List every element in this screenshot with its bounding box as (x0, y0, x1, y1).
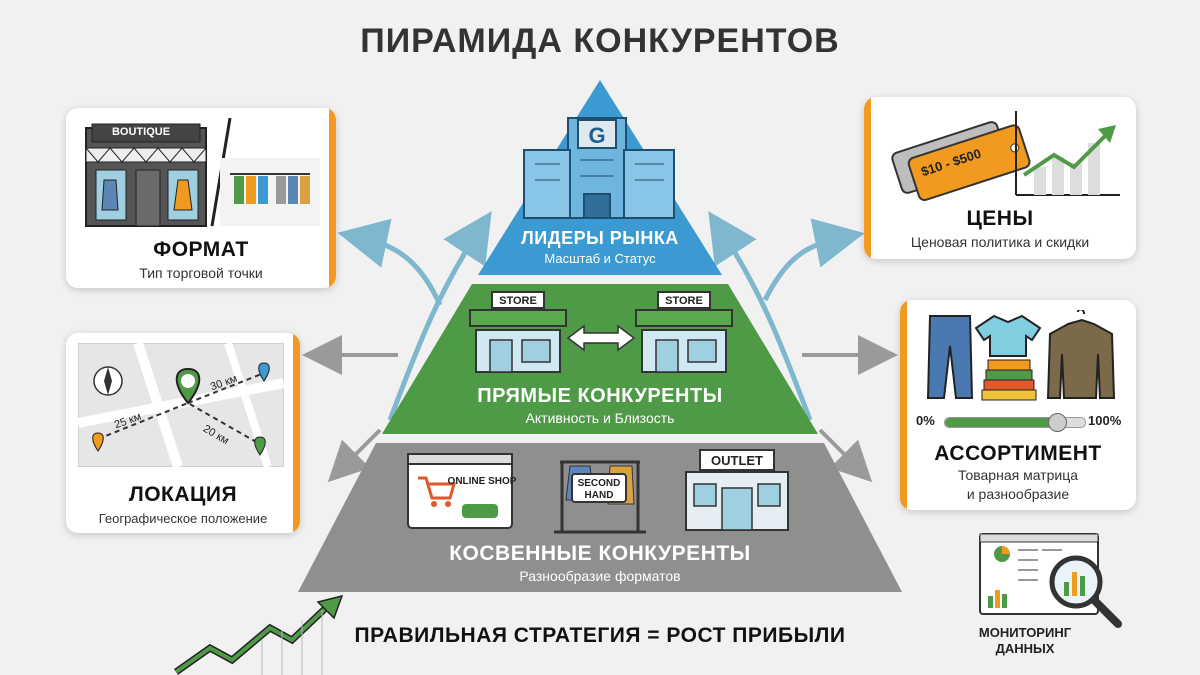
slider-max-label: 100% (1088, 413, 1122, 428)
building-icon (523, 117, 675, 219)
format-title: ФОРМАТ (153, 238, 249, 261)
clothes-rack-icon (554, 460, 646, 534)
online-shop-label: ONLINE SHOP (448, 476, 517, 487)
second-hand-label-2: HAND (585, 490, 614, 501)
arrow-down-left (327, 428, 382, 483)
arrow-up-right (708, 211, 813, 421)
pyramid-top-subtitle: Масштаб и Статус (544, 251, 656, 266)
slider-knob[interactable] (1048, 413, 1067, 432)
bottom-slogan: ПРАВИЛЬНАЯ СТРАТЕГИЯ = РОСТ ПРИБЫЛИ (354, 624, 846, 647)
pyramid-bottom-subtitle: Разнообразие форматов (519, 568, 681, 584)
page-title: ПИРАМИДА КОНКУРЕНТОВ (360, 22, 840, 60)
store-icon-right (635, 291, 733, 373)
price-tag-chart-icon (891, 111, 1120, 201)
pyramid-bottom-title: КОСВЕННЫЕ КОНКУРЕНТЫ (449, 542, 751, 565)
location-subtitle: Географическое положение (98, 511, 268, 526)
boutique-sign: BOUTIQUE (111, 126, 171, 138)
double-arrow-icon (566, 324, 636, 352)
monitoring-label-line-1: МОНИТОРИНГ (978, 625, 1072, 640)
growth-chart-icon (173, 594, 344, 675)
store-label-right: STORE (665, 295, 703, 307)
pyramid-top-title: ЛИДЕРЫ РЫНКА (521, 228, 679, 248)
slider-min-label: 0% (916, 413, 935, 428)
second-hand-label-1: SECOND (578, 478, 621, 489)
assortment-title: АССОРТИМЕНТ (934, 442, 1102, 465)
monitoring-label-line-2: ДАННЫХ (995, 641, 1055, 656)
arrow-down-right (818, 428, 873, 483)
format-card: BOUTIQUE ФОРМАТ Тип торговой точки (66, 108, 336, 288)
store-icon-left (469, 291, 567, 373)
location-title: ЛОКАЦИЯ (128, 483, 238, 506)
prices-subtitle: Ценовая политика и скидки (910, 234, 1090, 250)
monitoring-label: МОНИТОРИНГ ДАННЫХ (950, 625, 1100, 657)
outlet-store-icon (685, 449, 789, 531)
building-logo: G (588, 123, 605, 148)
store-label-left: STORE (499, 295, 537, 307)
assortment-card: 0% 100% АССОРТИМЕНТ Товарная матрица и р… (900, 300, 1136, 510)
prices-card: $10 - $500 ЦЕНЫ Ценовая политика и скидк… (864, 97, 1136, 259)
map-icon (78, 343, 284, 467)
slider-fill (945, 418, 1057, 427)
pyramid-middle-title: ПРЯМЫЕ КОНКУРЕНТЫ (477, 385, 723, 407)
pyramid-middle-subtitle: Активность и Близость (525, 410, 675, 426)
arrow-to-format (337, 218, 443, 307)
data-monitoring-icon (979, 533, 1122, 628)
arrow-up-left (387, 211, 492, 421)
assortment-subtitle-2: и разнообразие (966, 486, 1070, 502)
location-card: 25 км 30 км 20 км ЛОКАЦИЯ Географическое… (66, 333, 300, 533)
format-subtitle: Тип торговой точки (139, 265, 263, 281)
assortment-subtitle-1: Товарная матрица (957, 467, 1078, 483)
outlet-label: OUTLET (711, 453, 763, 468)
prices-title: ЦЕНЫ (966, 207, 1034, 230)
boutique-icon (85, 118, 320, 227)
online-shop-icon (407, 453, 513, 529)
arrow-to-prices (762, 218, 865, 302)
assortment-slider[interactable] (944, 413, 1086, 432)
clothing-icon (926, 310, 1116, 401)
